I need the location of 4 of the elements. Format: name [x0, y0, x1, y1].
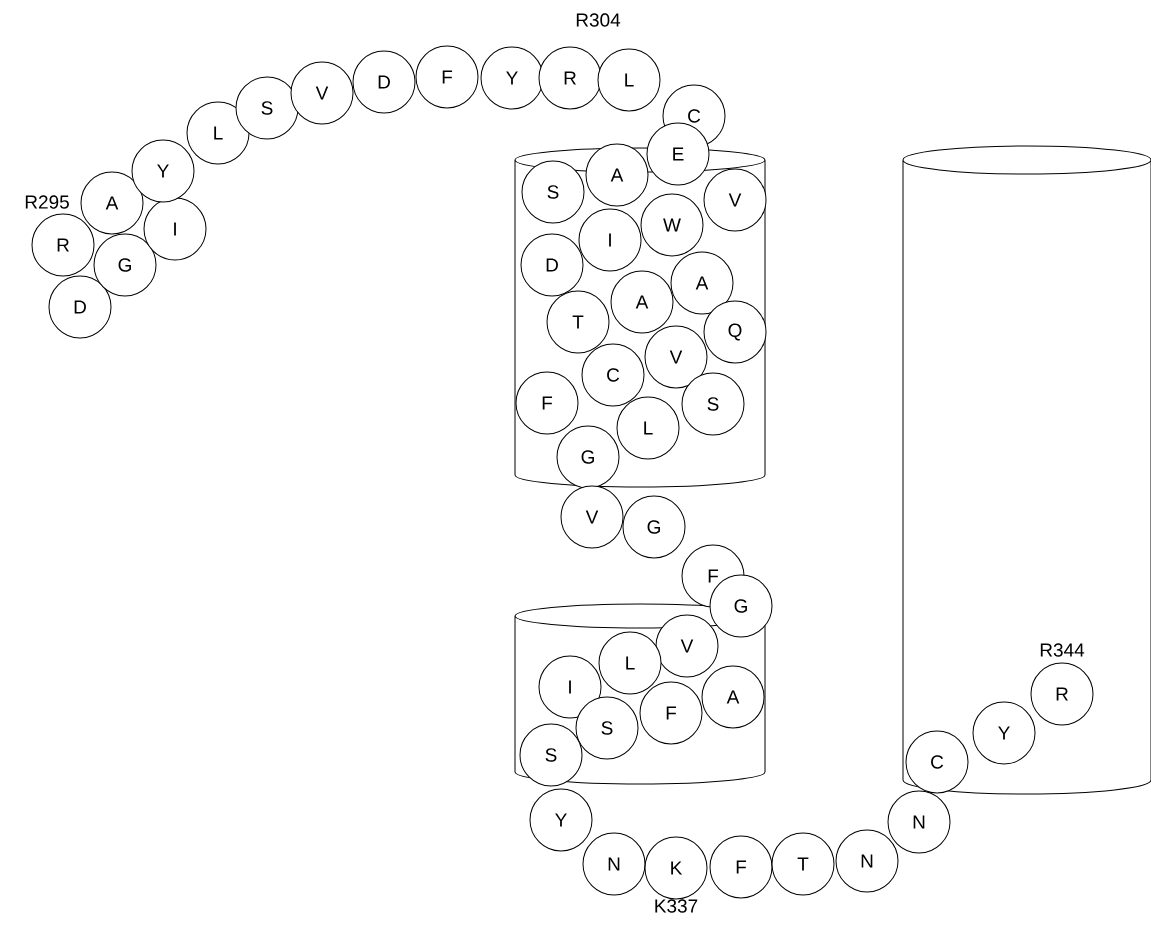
- residue-label: R344: [1040, 643, 1085, 657]
- residue-label: R295: [25, 195, 69, 209]
- residue-label: K337: [655, 899, 698, 913]
- residue-label: R304: [576, 13, 621, 27]
